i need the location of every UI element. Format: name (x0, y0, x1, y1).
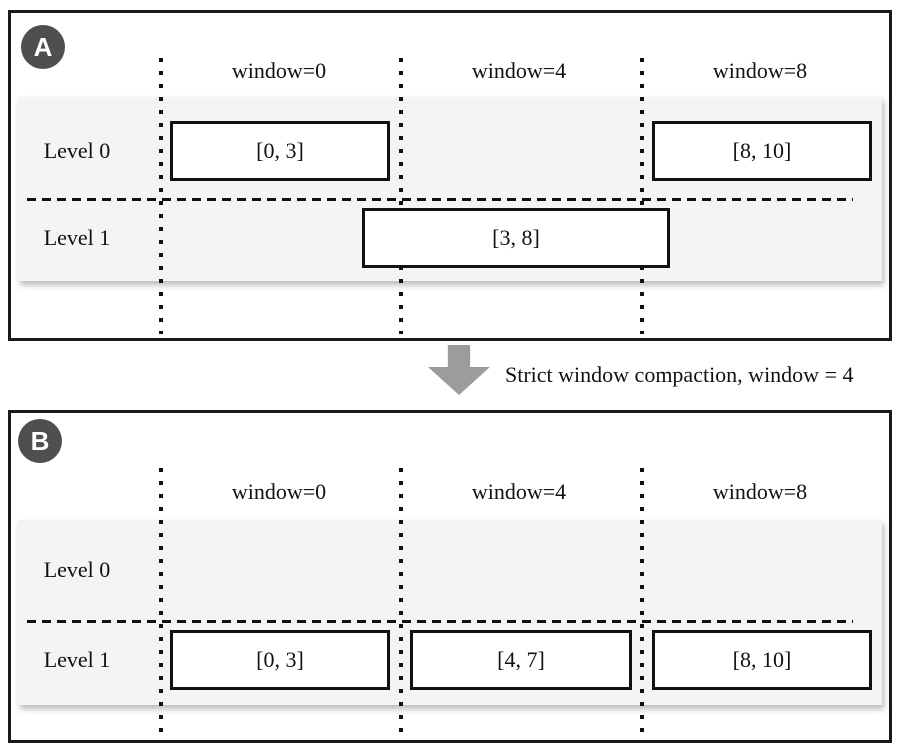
level-0-label: Level 0 (43, 557, 111, 582)
level-1-label: Level 1 (43, 225, 111, 250)
column-header-window-4: window=4 (471, 58, 567, 83)
column-header-window-8: window=8 (712, 58, 808, 83)
column-divider-dotted-line (640, 468, 644, 742)
sstable-box: [0, 3] (170, 630, 390, 690)
sstable-box: [8, 10] (652, 630, 872, 690)
column-divider-dotted-line (159, 468, 163, 742)
column-divider-dotted-line (399, 468, 403, 742)
sstable-box: [0, 3] (170, 121, 390, 181)
column-divider-dotted-line (640, 58, 644, 334)
column-header-window-4: window=4 (471, 479, 567, 504)
sstable-box: [3, 8] (362, 208, 670, 268)
column-header-window-8: window=8 (712, 479, 808, 504)
transition-label: Strict window compaction, window = 4 (505, 362, 854, 387)
level-divider-dashed-line (27, 198, 853, 201)
column-divider-dotted-line (159, 58, 163, 334)
level-1-label: Level 1 (43, 647, 111, 672)
panel-b: B window=0 window=4 window=8 Level 0 Lev… (8, 410, 892, 743)
level-divider-dashed-line (27, 620, 853, 623)
column-divider-dotted-line (399, 58, 403, 334)
panel-a: A window=0 window=4 window=8 Level 0 [0,… (8, 10, 892, 341)
panel-a-badge: A (21, 25, 65, 69)
panel-b-badge: B (18, 419, 62, 463)
column-header-window-0: window=0 (231, 58, 327, 83)
sstable-box: [8, 10] (652, 121, 872, 181)
sstable-box: [4, 7] (410, 630, 632, 690)
down-block-arrow-icon (428, 345, 490, 395)
column-header-window-0: window=0 (231, 479, 327, 504)
level-0-label: Level 0 (43, 138, 111, 163)
